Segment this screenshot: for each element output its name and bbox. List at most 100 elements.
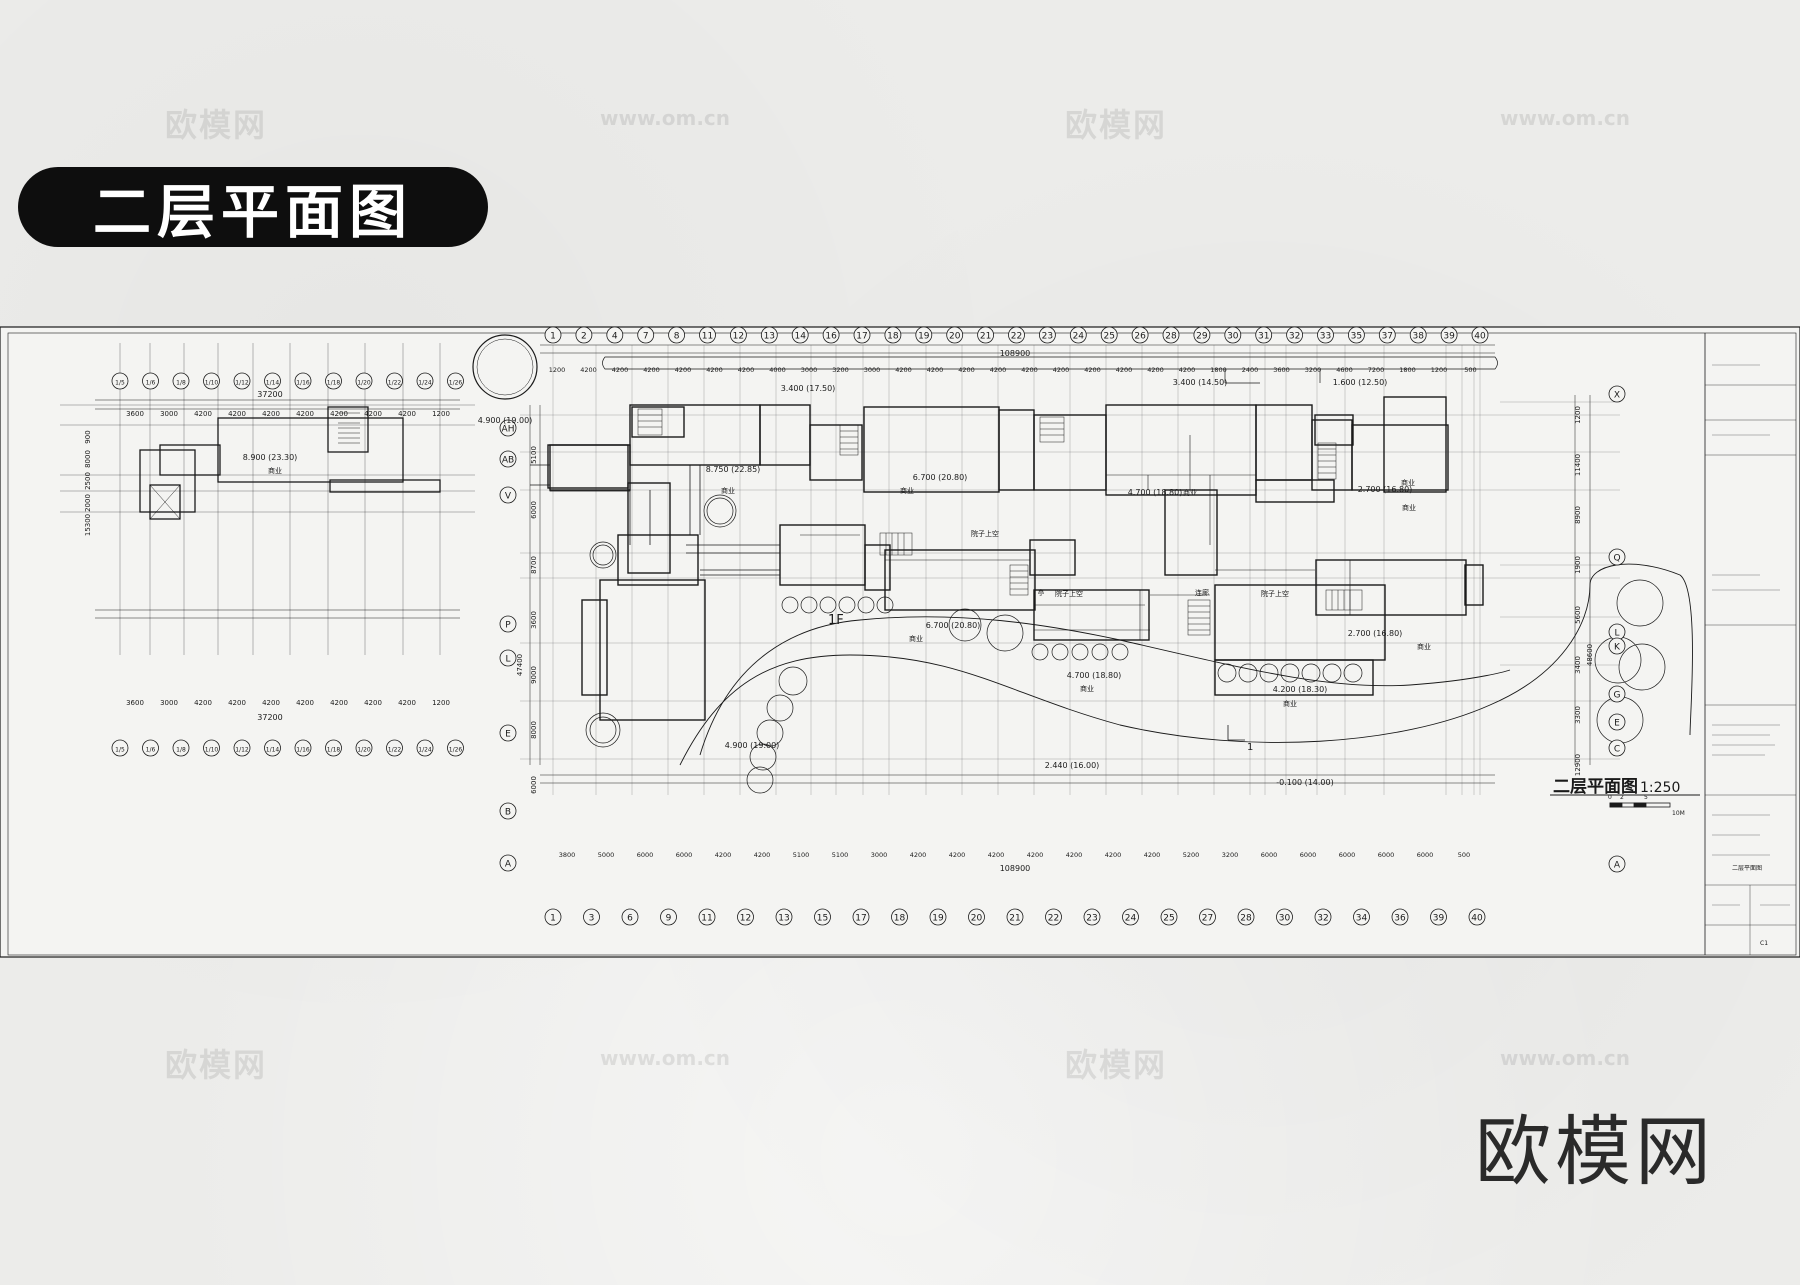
room-label: 商业 (1401, 478, 1415, 487)
room-label: 院子上空 (1055, 589, 1083, 598)
axis-bubble (447, 739, 464, 757)
axis-bubble (203, 739, 220, 757)
main-bottom-axis-label: 9 (666, 914, 672, 924)
main-bottom-span-dimension: 5100 (793, 851, 810, 859)
elevation-label: 4.900 (19.00) (478, 416, 533, 425)
watermark-logo: 欧模网 (165, 106, 268, 144)
left-bottom-span-dimension: 4200 (296, 699, 314, 707)
sheet-border (0, 326, 1800, 958)
elevation-label: 8.750 (22.85) (706, 465, 761, 474)
axis-bubble (499, 419, 517, 437)
main-right-axis-label: K (1614, 643, 1621, 653)
axis-bubble (791, 326, 809, 344)
main-right-total: 48600 (1586, 644, 1594, 666)
main-bottom-span-dimension: 3200 (1222, 851, 1239, 859)
main-bottom-span-dimension: 4200 (1105, 851, 1122, 859)
left-bottom-span-dimension: 4200 (364, 699, 382, 707)
axis-bubble (1160, 908, 1178, 926)
main-top-axis-label: 28 (1165, 332, 1177, 342)
left-side-dimension: 2500 (84, 472, 92, 490)
axis-bubble (737, 908, 754, 926)
plan-scale: 1:250 (1640, 780, 1680, 796)
room-label: 院子上空 (1261, 589, 1289, 598)
main-bottom-span-dimension: 6000 (1417, 851, 1434, 859)
axis-bubble (416, 739, 434, 757)
axis-bubble (142, 372, 159, 390)
left-total-dimension: 37200 (257, 390, 282, 399)
main-top-span-dimension: 3600 (1273, 366, 1290, 374)
axis-bubble (698, 908, 716, 926)
left-top-axis-label: 1/18 (327, 380, 341, 387)
main-top-span-dimension: 4200 (990, 366, 1007, 374)
axis-bubble (499, 649, 517, 667)
axis-bubble (699, 326, 716, 344)
axis-bubble (1608, 739, 1626, 757)
axis-bubble (1162, 326, 1180, 344)
left-span-dimension: 4200 (398, 410, 416, 418)
main-right-axis-label: X (1614, 391, 1620, 401)
main-bottom-span-dimension: 4200 (988, 851, 1005, 859)
main-bottom-span-dimension: 6000 (1339, 851, 1356, 859)
elevation-label: 6.700 (20.80) (913, 473, 968, 482)
axis-bubble (606, 326, 624, 344)
room-label: 商业 (900, 486, 914, 495)
elevation-label: 2.700 (16.80) (1348, 629, 1403, 638)
axis-bubble (203, 372, 220, 390)
axis-bubble (1255, 326, 1273, 344)
main-bottom-axis-label: 3 (589, 914, 595, 924)
axis-bubble (891, 908, 908, 926)
main-bottom-span-dimension: 4200 (1066, 851, 1083, 859)
axis-bubble (1314, 908, 1332, 926)
main-right-dimension: 8900 (1574, 506, 1582, 524)
axis-bubble (447, 372, 464, 390)
main-top-axis-label: 20 (949, 332, 961, 342)
left-top-axis-label: 1/22 (388, 380, 402, 387)
main-right-dimension: 3400 (1574, 656, 1582, 674)
watermark-url: www.om.cn (1500, 1046, 1631, 1070)
left-bottom-axis-label: 1/20 (357, 747, 371, 754)
main-bottom-axis-label: 28 (1240, 914, 1252, 924)
axis-bubble (1409, 326, 1427, 344)
main-bottom-span-dimension: 6000 (676, 851, 693, 859)
main-top-span-dimension: 2400 (1242, 366, 1259, 374)
axis-bubble (1471, 326, 1489, 344)
axis-bubble (1378, 326, 1396, 344)
main-bottom-axis-label: 39 (1433, 914, 1445, 924)
brand-logo-text: 欧模网 (1475, 1107, 1715, 1196)
left-span-dimension: 4200 (262, 410, 280, 418)
axis-bubble (416, 372, 434, 390)
floor-plan-sheet: 1/51/51/61/61/81/81/101/101/121/121/141/… (0, 326, 1800, 958)
main-right-dimension: 5600 (1574, 606, 1582, 624)
main-top-axis-label: 18 (887, 332, 899, 342)
left-side-dimension: 2000 (84, 494, 92, 512)
left-bottom-span-dimension: 4200 (228, 699, 246, 707)
main-top-span-dimension: 1800 (1399, 366, 1416, 374)
main-top-axis-label: 22 (1011, 332, 1022, 342)
main-bottom-axis-label: 24 (1125, 914, 1137, 924)
axis-bubble (1083, 908, 1101, 926)
main-top-axis-label: 33 (1320, 332, 1331, 342)
main-top-axis-label: 30 (1227, 332, 1239, 342)
main-bottom-axis-label: 30 (1279, 914, 1291, 924)
elevation-label: 4.900 (19.00) (725, 741, 780, 750)
elevation-label: 3.400 (17.50) (781, 384, 836, 393)
main-bottom-axis-label: 25 (1163, 914, 1174, 924)
axis-bubble (1430, 908, 1447, 926)
main-bottom-span-dimension: 6000 (1300, 851, 1317, 859)
axis-bubble (1608, 637, 1626, 655)
left-side-dimension: 900 (84, 430, 92, 443)
main-bottom-span-dimension: 500 (1458, 851, 1470, 859)
main-top-span-dimension: 4200 (1116, 366, 1133, 374)
main-top-span-dimension: 4000 (769, 366, 786, 374)
main-top-axis-label: 4 (612, 332, 618, 342)
left-top-axis-label: 1/20 (357, 380, 371, 387)
main-bottom-span-dimension: 4200 (754, 851, 771, 859)
main-bottom-span-dimension: 3000 (871, 851, 888, 859)
axis-bubble (325, 739, 342, 757)
main-top-span-dimension: 4200 (675, 366, 692, 374)
left-span-dimension: 1200 (432, 410, 450, 418)
main-left-axis-label: V (505, 492, 512, 502)
left-bottom-span-dimension: 4200 (262, 699, 280, 707)
scale-bar-10m: 10M (1672, 810, 1685, 817)
main-top-axis-label: 13 (764, 332, 775, 342)
